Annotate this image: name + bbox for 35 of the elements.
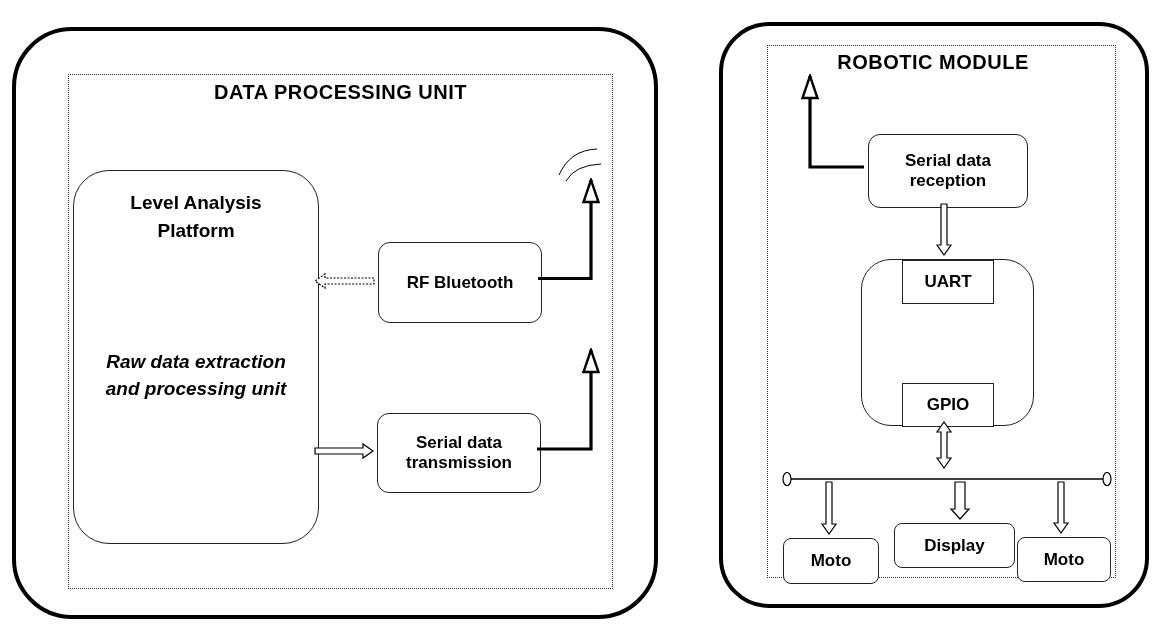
block-box [378,242,542,323]
antenna-line [537,348,600,451]
antenna-line [801,74,864,169]
block-box [73,170,319,544]
bus-line [782,472,1112,486]
block-label: Display [923,535,986,556]
block-arrow [313,272,375,290]
block-box [783,538,879,584]
block-box [377,413,541,493]
block-label: Level Analysis Platform [129,191,263,243]
panel-title: DATA PROCESSING UNIT [213,81,468,104]
block-label: GPIO [925,395,971,415]
block-arrow [820,481,838,536]
port-box [902,383,994,427]
block-arrow [314,442,375,460]
antenna-line [538,178,600,281]
block-description: Raw data extraction and processing unit [104,350,288,401]
block-label: Serial data transmission [405,433,513,473]
block-label: UART [923,272,973,292]
block-box [1017,537,1111,582]
processor-box [861,259,1034,426]
block-arrow [935,203,953,257]
port-box [902,260,994,304]
module-panel [12,27,658,619]
module-panel [719,22,1149,608]
block-label: Moto [809,551,853,571]
block-label: RF Bluetooth [405,272,515,293]
block-label: Serial data reception [904,151,992,191]
block-arrow [949,481,971,520]
block-arrow [1052,481,1070,535]
block-box [894,523,1015,568]
block-label: Moto [1042,549,1086,570]
block-arrow [935,420,953,470]
block-box [868,134,1028,208]
panel-title: ROBOTIC MODULE [836,51,1030,74]
